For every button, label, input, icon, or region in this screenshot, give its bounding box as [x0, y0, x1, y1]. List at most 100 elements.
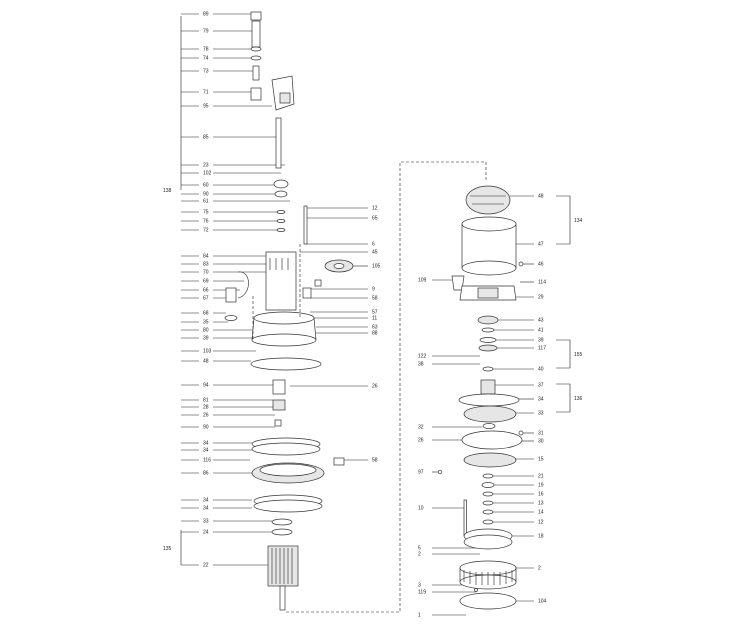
callout-label: 78 — [203, 47, 209, 53]
callout-label: 38 — [418, 362, 424, 368]
seal-part — [478, 344, 498, 352]
callout-label: 12 — [538, 520, 544, 526]
left-right-leader-lines — [290, 207, 368, 461]
callout-label: 67 — [203, 296, 209, 302]
callout-label: 47 — [538, 242, 544, 248]
oring-part — [458, 393, 520, 407]
callout-label: 26 — [203, 413, 209, 419]
callout-label: 34 — [538, 397, 544, 403]
callout-label: 5 — [418, 546, 421, 552]
oring-part — [276, 228, 286, 232]
callout-label: 39 — [203, 336, 209, 342]
callout-label: 37 — [538, 383, 544, 389]
callout-label: 117 — [538, 346, 546, 352]
callout-label: 89 — [203, 12, 209, 18]
callout-label: 68 — [203, 311, 209, 317]
callout-label: 33 — [203, 519, 209, 525]
screw-part — [437, 469, 443, 475]
spring-seal-part — [480, 379, 496, 395]
callout-label: 10 — [418, 506, 424, 512]
ring-part — [482, 366, 494, 372]
valve-part — [225, 287, 237, 303]
callout-label: 105 — [372, 264, 381, 270]
callout-label: 13 — [538, 501, 544, 507]
callout-label: 84 — [203, 254, 209, 260]
callout-label: 15 — [538, 457, 544, 463]
bracket-155 — [556, 339, 571, 369]
callout-label: 61 — [203, 199, 209, 205]
callout-label: 31 — [538, 431, 544, 437]
seal-plate-part — [463, 405, 517, 423]
washer-part — [250, 55, 262, 61]
bracket-134 — [556, 195, 571, 245]
group-label-135: 135 — [163, 546, 172, 552]
callout-label: 45 — [372, 250, 378, 256]
dowel-pin-part — [303, 205, 308, 245]
callout-label: 85 — [203, 135, 209, 141]
callout-label: 34 — [203, 506, 209, 512]
callout-label: 79 — [203, 29, 209, 35]
callout-label: 103 — [203, 349, 212, 355]
callout-label: 83 — [203, 262, 209, 268]
callout-label: 34 — [203, 448, 209, 454]
callout-label: 23 — [203, 163, 209, 169]
group-label-138: 138 — [163, 188, 172, 194]
base-plate-part — [459, 592, 517, 610]
key-part — [333, 457, 345, 466]
callout-label: 122 — [418, 354, 427, 360]
callout-label: 33 — [538, 411, 544, 417]
callout-label: 21 — [538, 474, 544, 480]
screw-part — [274, 419, 282, 427]
callout-label: 119 — [418, 590, 426, 596]
callout-label: 40 — [538, 367, 544, 373]
pump-plate-part — [461, 430, 523, 450]
callout-label: 80 — [203, 328, 209, 334]
callout-label: 24 — [203, 530, 209, 536]
callout-label: 58 — [372, 296, 378, 302]
callout-label: 58 — [372, 458, 378, 464]
callout-label: 26 — [418, 438, 424, 444]
right-right-leader-lines — [493, 195, 534, 602]
callout-label: 109 — [418, 278, 427, 284]
washer-part — [481, 327, 495, 333]
left-leader-lines — [181, 13, 290, 566]
callout-label: 95 — [203, 104, 209, 110]
callout-label: 30 — [538, 439, 544, 445]
callout-label: 46 — [538, 262, 544, 268]
fitting-part — [314, 279, 322, 287]
washer-part — [271, 518, 293, 526]
callout-label: 34 — [203, 441, 209, 447]
right-left-leader-lines — [432, 279, 482, 616]
callout-label: 60 — [203, 183, 209, 189]
washer-part — [271, 528, 293, 536]
callout-label: 19 — [538, 483, 544, 489]
bushing-part — [250, 87, 262, 101]
callout-label: 22 — [203, 563, 209, 569]
ring-part — [479, 337, 497, 343]
callout-label: 66 — [203, 288, 209, 294]
callout-label: 70 — [203, 270, 209, 276]
callout-label: 63 — [372, 325, 378, 331]
group-label-134: 134 — [574, 218, 583, 224]
callout-label: 69 — [203, 279, 209, 285]
bolt-part — [463, 499, 467, 537]
right-right-callout-labels: 4847461142943413911740373433313015211916… — [538, 194, 547, 605]
callout-label: 41 — [538, 328, 544, 334]
callout-label: 88 — [372, 331, 378, 337]
callout-label: 97 — [418, 470, 424, 476]
callout-label: 114 — [538, 280, 546, 286]
right-parts — [437, 185, 524, 610]
callout-label: 12 — [372, 206, 378, 212]
callout-label: 57 — [372, 310, 378, 316]
ring-part — [274, 190, 288, 198]
callout-label: 14 — [538, 510, 544, 516]
callout-label: 75 — [203, 210, 209, 216]
callout-label: 2 — [538, 566, 541, 572]
callout-label: 76 — [203, 219, 209, 225]
shaft-part — [279, 585, 286, 611]
callout-label: 3 — [418, 583, 421, 589]
callout-label: 16 — [538, 492, 544, 498]
nut-part — [273, 179, 289, 189]
rod-part — [275, 117, 282, 169]
